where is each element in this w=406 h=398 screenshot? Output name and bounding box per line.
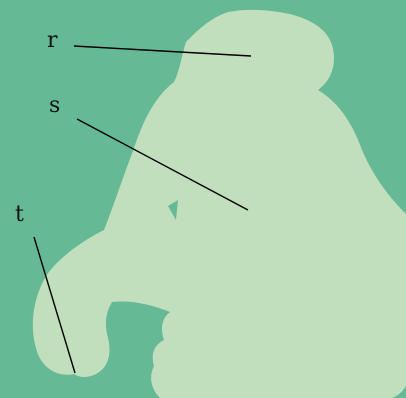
label-r: r [47, 30, 58, 52]
label-t: t [15, 204, 24, 226]
label-s: s [49, 95, 60, 117]
